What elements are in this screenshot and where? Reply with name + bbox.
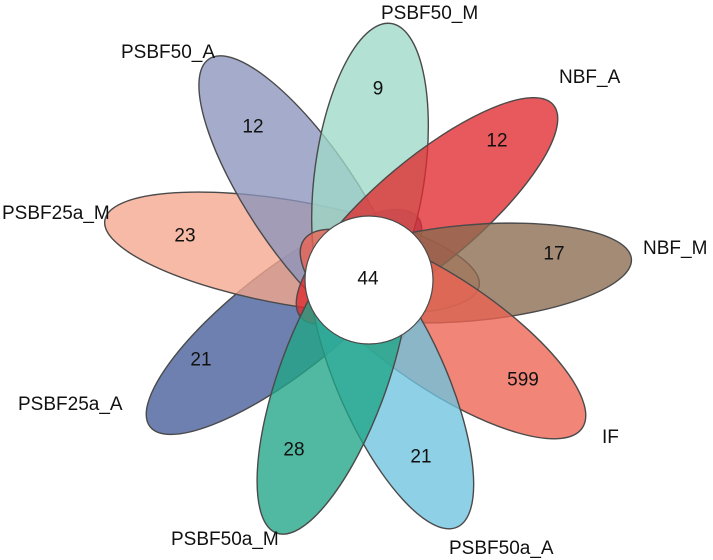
petal-counts: 9 12 17 599 21 28 21 23 12 [174,79,564,468]
count-psbf50a-a: 21 [410,447,431,468]
count-psbf25a-a: 21 [190,350,211,371]
label-psbf50a-m: PSBF50a_M [171,529,279,550]
petal-labels: PSBF50_M NBF_A NBF_M IF PSBF50a_A PSBF50… [2,3,707,559]
count-psbf50-a: 12 [242,117,263,138]
label-psbf50-m: PSBF50_M [381,3,478,24]
label-nbf-m: NBF_M [643,238,707,259]
count-if: 599 [507,370,539,391]
label-if: IF [602,427,619,448]
label-psbf50-a: PSBF50_A [121,42,215,63]
count-nbf-m: 17 [543,244,564,265]
label-psbf25a-a: PSBF25a_A [18,394,123,415]
count-psbf50a-m: 28 [283,440,304,461]
label-psbf50a-a: PSBF50a_A [449,538,554,559]
core-count: 44 [357,269,379,290]
core-circle [304,215,434,345]
label-nbf-a: NBF_A [559,67,621,88]
count-psbf50-m: 9 [373,79,384,100]
label-psbf25a-m: PSBF25a_M [2,203,110,224]
count-nbf-a: 12 [486,131,507,152]
count-psbf25a-m: 23 [174,226,195,247]
